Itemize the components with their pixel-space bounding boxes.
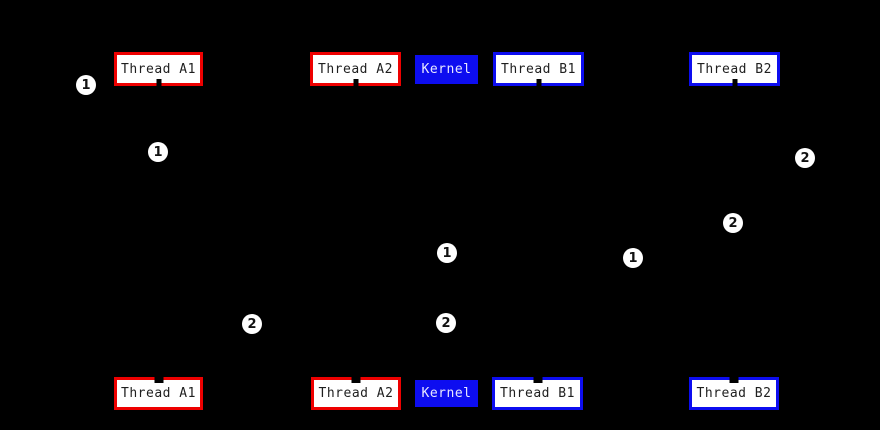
thread-b2-box-bottom: Thread B2 bbox=[689, 377, 779, 410]
thread-a1-box-bottom: Thread A1 bbox=[114, 377, 203, 410]
thread-a2-label-bottom: Thread A2 bbox=[318, 386, 394, 401]
sequence-marker-2: 2 bbox=[242, 314, 262, 334]
thread-a1-box-top: Thread A1 bbox=[114, 52, 203, 86]
sequence-marker-2: 2 bbox=[795, 148, 815, 168]
thread-a2-box-top: Thread A2 bbox=[310, 52, 401, 86]
thread-b1-box-bottom: Thread B1 bbox=[492, 377, 583, 410]
thread-b2-label-bottom: Thread B2 bbox=[696, 386, 772, 401]
kernel-box-bottom: Kernel bbox=[415, 380, 478, 407]
thread-a2-box-bottom: Thread A2 bbox=[311, 377, 401, 410]
sequence-marker-1: 1 bbox=[148, 142, 168, 162]
sequence-marker-2: 2 bbox=[723, 213, 743, 233]
thread-a1-label-top: Thread A1 bbox=[121, 61, 196, 77]
thread-a1-label-bottom: Thread A1 bbox=[121, 386, 196, 401]
kernel-label-top: Kernel bbox=[421, 62, 472, 77]
kernel-label-bottom: Kernel bbox=[421, 386, 472, 401]
thread-b1-box-top: Thread B1 bbox=[493, 52, 584, 86]
thread-b2-label-top: Thread B2 bbox=[697, 61, 772, 77]
sequence-marker-1: 1 bbox=[623, 248, 643, 268]
sequence-marker-1: 1 bbox=[76, 75, 96, 95]
sequence-marker-2: 2 bbox=[436, 313, 456, 333]
thread-b1-label-bottom: Thread B1 bbox=[500, 386, 575, 401]
thread-a2-label-top: Thread A2 bbox=[318, 61, 393, 77]
sequence-marker-1: 1 bbox=[437, 243, 457, 263]
kernel-box-top: Kernel bbox=[415, 55, 478, 84]
thread-b2-box-top: Thread B2 bbox=[689, 52, 780, 86]
thread-b1-label-top: Thread B1 bbox=[501, 61, 576, 77]
